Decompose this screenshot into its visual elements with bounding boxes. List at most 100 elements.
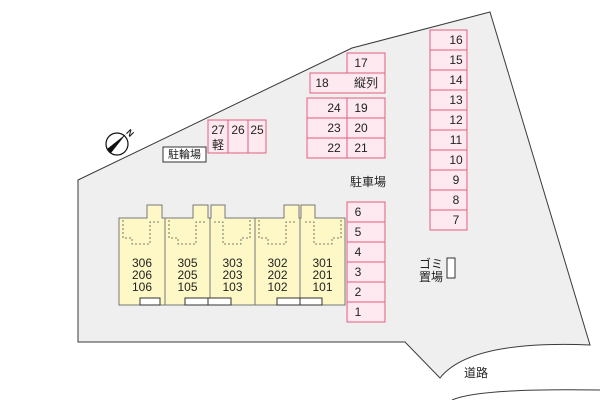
parking-space-number: 6	[355, 205, 362, 219]
building-unit: 301 201 101	[299, 204, 346, 306]
parking-space-number: 26	[231, 123, 245, 137]
parking-space-type: 縦列	[354, 76, 378, 90]
building-unit-interior-line	[168, 220, 206, 245]
building-entrance	[299, 297, 323, 306]
room-number: 306	[132, 256, 152, 270]
parking-space-13: 13	[429, 89, 468, 111]
parking-space-number: 17	[354, 56, 368, 70]
parking-space-number: 14	[449, 73, 463, 87]
parking-space-number: 3	[355, 265, 362, 279]
bicycle-parking-box	[162, 146, 207, 163]
parking-space-26: 26	[227, 119, 249, 154]
parking-space-22: 22	[306, 137, 348, 159]
road-edge	[451, 389, 600, 400]
parking-space-15: 15	[429, 49, 468, 71]
parking-space-outline	[429, 169, 468, 191]
parking-space-outline	[429, 189, 468, 211]
parking-space-8: 8	[429, 189, 468, 211]
parking-space-number: 1	[355, 305, 362, 319]
lot-outline	[77, 11, 591, 379]
room-number: 305	[177, 256, 197, 270]
building-unit: 303 203 103	[207, 204, 256, 306]
building-unit-interior-line	[122, 220, 160, 245]
parking-space-16: 16	[429, 29, 468, 51]
parking-space-outline	[429, 209, 468, 231]
room-number: 105	[177, 280, 197, 294]
garbage-area-label-line1: ゴミ	[419, 256, 443, 271]
room-number: 205	[177, 268, 197, 282]
building-unit-interior-line	[305, 220, 342, 245]
parking-space-outline	[346, 281, 386, 303]
room-number: 101	[312, 280, 332, 294]
road-label: 道路	[464, 365, 488, 380]
north-arrow-icon: N	[105, 127, 136, 156]
room-number: 201	[312, 268, 332, 282]
room-number: 302	[267, 256, 287, 270]
building-entrance	[184, 297, 209, 306]
parking-space-1: 1	[346, 301, 386, 323]
parking-space-19: 19	[346, 97, 386, 119]
parking-space-6: 6	[346, 201, 386, 223]
parking-space-5: 5	[346, 221, 386, 243]
parking-space-11: 11	[429, 129, 468, 151]
parking-space-number: 13	[449, 93, 463, 107]
parking-space-number: 18	[315, 76, 329, 90]
parking-space-number: 24	[327, 101, 341, 115]
parking-space-number: 5	[355, 225, 362, 239]
parking-space-3: 3	[346, 261, 386, 283]
room-number: 203	[222, 268, 242, 282]
building-unit: 306 206 106	[118, 204, 166, 306]
parking-space-outline	[247, 119, 267, 154]
parking-space-7: 7	[429, 209, 468, 231]
parking-space-2: 2	[346, 281, 386, 303]
building-unit: 305 205 105	[164, 204, 211, 306]
parking-space-outline	[346, 221, 386, 243]
parking-space-number: 20	[354, 121, 368, 135]
parking-space-17: 17	[346, 52, 386, 74]
parking-space-number: 21	[354, 141, 368, 155]
room-number: 106	[132, 280, 152, 294]
parking-space-outline	[346, 241, 386, 263]
parking-space-20: 20	[346, 117, 386, 139]
parking-space-outline	[346, 301, 386, 323]
bicycle-parking: 駐輪場	[162, 146, 207, 163]
parking-space-number: 11	[450, 133, 463, 147]
building-unit-outline	[164, 204, 211, 306]
parking-space-number: 7	[453, 213, 460, 227]
parking-space-outline	[346, 137, 386, 159]
building-unit-interior-line	[258, 220, 296, 245]
parking-space-21: 21	[346, 137, 386, 159]
parking-space-number: 15	[449, 53, 463, 67]
building-unit-outline	[254, 204, 301, 306]
parking-space-number: 16	[449, 33, 463, 47]
parking-space-number: 19	[354, 101, 368, 115]
parking-space-number: 27	[211, 123, 225, 137]
parking-space-12: 12	[429, 109, 468, 131]
parking-space-number: 8	[453, 193, 460, 207]
building-entrance	[276, 297, 301, 306]
compass-letter: N	[124, 127, 136, 139]
garbage-station-box	[446, 257, 456, 279]
parking-space-14: 14	[429, 69, 468, 91]
parking-space-10: 10	[429, 149, 468, 171]
compass-needle	[107, 134, 126, 153]
parking-space-24: 24	[306, 97, 348, 119]
parking-space-23: 23	[306, 117, 348, 139]
room-number: 202	[267, 268, 287, 282]
parking-space-number: 4	[355, 245, 362, 259]
parking-space-number: 25	[250, 123, 264, 137]
parking-lot-label: 駐車場	[350, 174, 386, 189]
parking-space-outline	[309, 72, 386, 94]
garbage-area-label-line2: 置場	[419, 270, 443, 284]
parking-space-number: 23	[327, 121, 341, 135]
apartment-building: 306 206 106 305 205 105 303 203 103 302 …	[118, 204, 346, 306]
parking-space-number: 12	[449, 113, 463, 127]
parking-space-number: 10	[449, 153, 463, 167]
room-number: 206	[132, 268, 152, 282]
bicycle-parking-label: 駐輪場	[168, 147, 201, 161]
garbage-area: ゴミ 置場	[419, 256, 456, 284]
parking-space-4: 4	[346, 241, 386, 263]
building-entrance	[207, 297, 232, 306]
room-number: 103	[222, 280, 242, 294]
parking-space-number: 22	[327, 141, 341, 155]
